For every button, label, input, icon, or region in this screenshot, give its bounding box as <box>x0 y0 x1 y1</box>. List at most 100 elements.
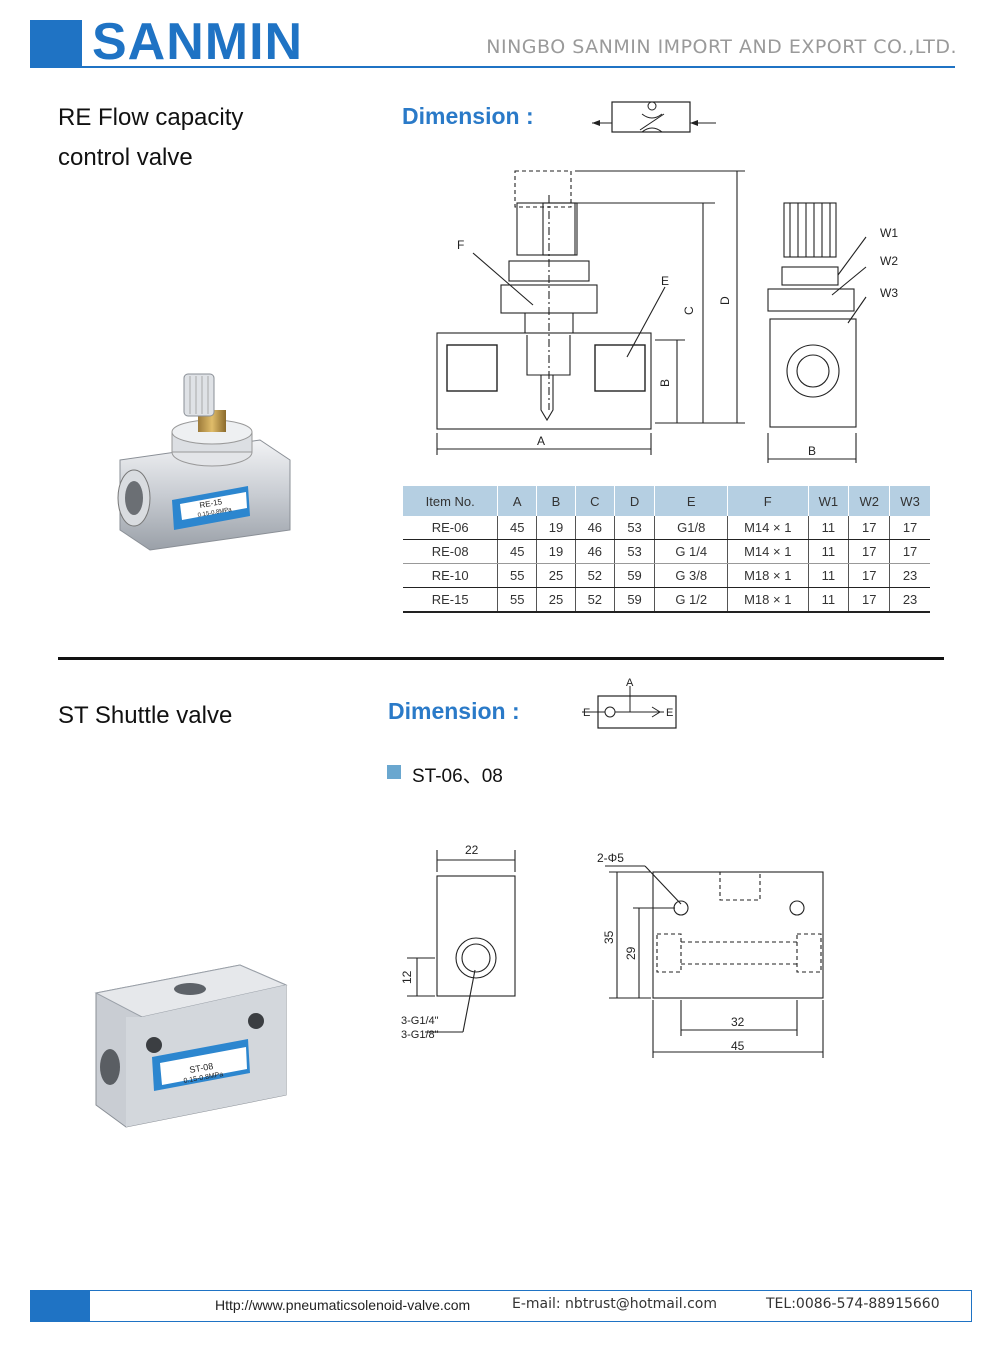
table-cell: 25 <box>536 587 576 613</box>
table-header-row: Item No. A B C D E F W1 W2 W3 <box>403 486 930 516</box>
table-cell: M14 × 1 <box>727 539 809 564</box>
table-cell: 53 <box>613 539 655 564</box>
st-dimension-label: Dimension : <box>388 698 520 724</box>
table-cell: M18 × 1 <box>727 563 809 588</box>
company-name: NINGBO SANMIN IMPORT AND EXPORT CO.,LTD. <box>486 36 957 58</box>
svg-text:E: E <box>666 707 673 719</box>
col-w3: W3 <box>889 486 930 516</box>
svg-text:F: F <box>457 238 464 252</box>
footer-accent <box>30 1290 90 1322</box>
st-product-photo: ST-08 0.15-0.8MPa <box>94 964 288 1128</box>
header-rule <box>30 66 955 68</box>
table-cell: 52 <box>574 587 615 613</box>
re-spec-table: Item No. A B C D E F W1 W2 W3 RE-06 45 1… <box>403 486 930 613</box>
table-cell: 23 <box>889 563 930 588</box>
re-title-line1: RE Flow capacity <box>58 104 244 131</box>
table-cell: 17 <box>889 539 930 564</box>
st-end-drawing: 22 12 3-G1/4" 3-G1/8" <box>400 843 516 1041</box>
table-cell: G 1/4 <box>654 539 728 564</box>
svg-text:W1: W1 <box>880 226 898 240</box>
col-d: D <box>613 486 655 516</box>
table-cell: 17 <box>848 563 890 588</box>
table-cell: 52 <box>574 563 615 588</box>
re-flow-symbol <box>592 101 716 133</box>
svg-text:45: 45 <box>731 1039 745 1053</box>
table-cell: RE-15 <box>403 587 498 613</box>
svg-text:12: 12 <box>400 970 414 984</box>
table-cell: M14 × 1 <box>727 516 809 540</box>
col-c: C <box>574 486 615 516</box>
svg-text:ST-08: ST-08 <box>189 1061 214 1075</box>
st-model-list: ST-06、08 <box>412 766 503 787</box>
st-side-drawing: 2-Φ5 35 29 32 45 <box>597 851 824 1058</box>
svg-text:29: 29 <box>624 946 638 960</box>
table-cell: 45 <box>497 516 537 540</box>
model-bullet <box>387 765 401 779</box>
section-divider <box>58 657 944 660</box>
svg-text:RE-15: RE-15 <box>199 497 223 510</box>
svg-text:A: A <box>537 434 545 448</box>
st-title: ST Shuttle valve <box>58 702 233 729</box>
table-cell: 11 <box>807 516 849 540</box>
re-product-photo: RE-15 0.15-0.8MPa <box>117 373 291 551</box>
table-row: RE-06 45 19 46 53 G1/8 M14 × 1 11 17 17 <box>403 516 930 540</box>
table-row: RE-15 55 25 52 59 G 1/2 M18 × 1 11 17 23 <box>403 587 930 613</box>
table-cell: 11 <box>807 539 849 564</box>
table-cell: RE-10 <box>403 563 498 588</box>
svg-text:B: B <box>658 379 672 387</box>
re-title-line2: control valve <box>58 144 193 171</box>
footer-website-link[interactable]: Http://www.pneumaticsolenoid-valve.com <box>215 1297 471 1313</box>
table-cell: 11 <box>807 587 849 613</box>
col-a: A <box>497 486 537 516</box>
footer-email[interactable]: E-mail: nbtrust@hotmail.com <box>512 1296 717 1312</box>
svg-text:A: A <box>626 677 634 689</box>
re-dimension-label: Dimension : <box>402 103 534 129</box>
table-cell: 25 <box>536 563 576 588</box>
table-row: RE-10 55 25 52 59 G 3/8 M18 × 1 11 17 23 <box>403 563 930 588</box>
table-cell: 55 <box>497 587 537 613</box>
table-cell: 45 <box>497 539 537 564</box>
header-accent-bar <box>30 20 82 68</box>
svg-text:32: 32 <box>731 1015 745 1029</box>
col-w1: W1 <box>807 486 849 516</box>
svg-text:E: E <box>661 274 669 288</box>
col-w2: W2 <box>848 486 890 516</box>
table-cell: 11 <box>807 563 849 588</box>
table-cell: G1/8 <box>654 516 728 540</box>
svg-text:3-G1/8": 3-G1/8" <box>401 1029 439 1041</box>
svg-text:W3: W3 <box>880 286 898 300</box>
col-item-no: Item No. <box>403 486 498 516</box>
svg-text:22: 22 <box>465 843 479 857</box>
table-cell: 59 <box>613 587 655 613</box>
svg-text:3-G1/4": 3-G1/4" <box>401 1015 439 1027</box>
table-cell: 19 <box>536 516 576 540</box>
re-front-drawing: F E C D B A <box>436 170 745 455</box>
table-cell: RE-08 <box>403 539 498 564</box>
svg-text:35: 35 <box>602 930 616 944</box>
table-cell: 17 <box>848 587 890 613</box>
re-side-drawing: W1 W2 W3 B <box>767 202 898 463</box>
footer-phone: TEL:0086-574-88915660 <box>766 1296 940 1312</box>
table-cell: 59 <box>613 563 655 588</box>
table-cell: 19 <box>536 539 576 564</box>
table-cell: 46 <box>574 516 615 540</box>
svg-text:2-Φ5: 2-Φ5 <box>597 851 624 865</box>
table-cell: 55 <box>497 563 537 588</box>
st-shuttle-symbol: A E E <box>582 677 677 729</box>
table-cell: 17 <box>848 516 890 540</box>
svg-text:D: D <box>718 296 732 305</box>
table-cell: G 3/8 <box>654 563 728 588</box>
col-b: B <box>536 486 576 516</box>
svg-text:B: B <box>808 444 816 458</box>
svg-text:0.15-0.8MPa: 0.15-0.8MPa <box>197 507 233 519</box>
table-cell: 17 <box>889 516 930 540</box>
table-cell: 17 <box>848 539 890 564</box>
table-cell: 23 <box>889 587 930 613</box>
svg-text:W2: W2 <box>880 254 898 268</box>
table-row: RE-08 45 19 46 53 G 1/4 M14 × 1 11 17 17 <box>403 539 930 564</box>
table-cell: 53 <box>613 516 655 540</box>
svg-text:C: C <box>682 306 696 315</box>
table-cell: 46 <box>574 539 615 564</box>
svg-text:E: E <box>583 707 590 719</box>
col-e: E <box>654 486 728 516</box>
